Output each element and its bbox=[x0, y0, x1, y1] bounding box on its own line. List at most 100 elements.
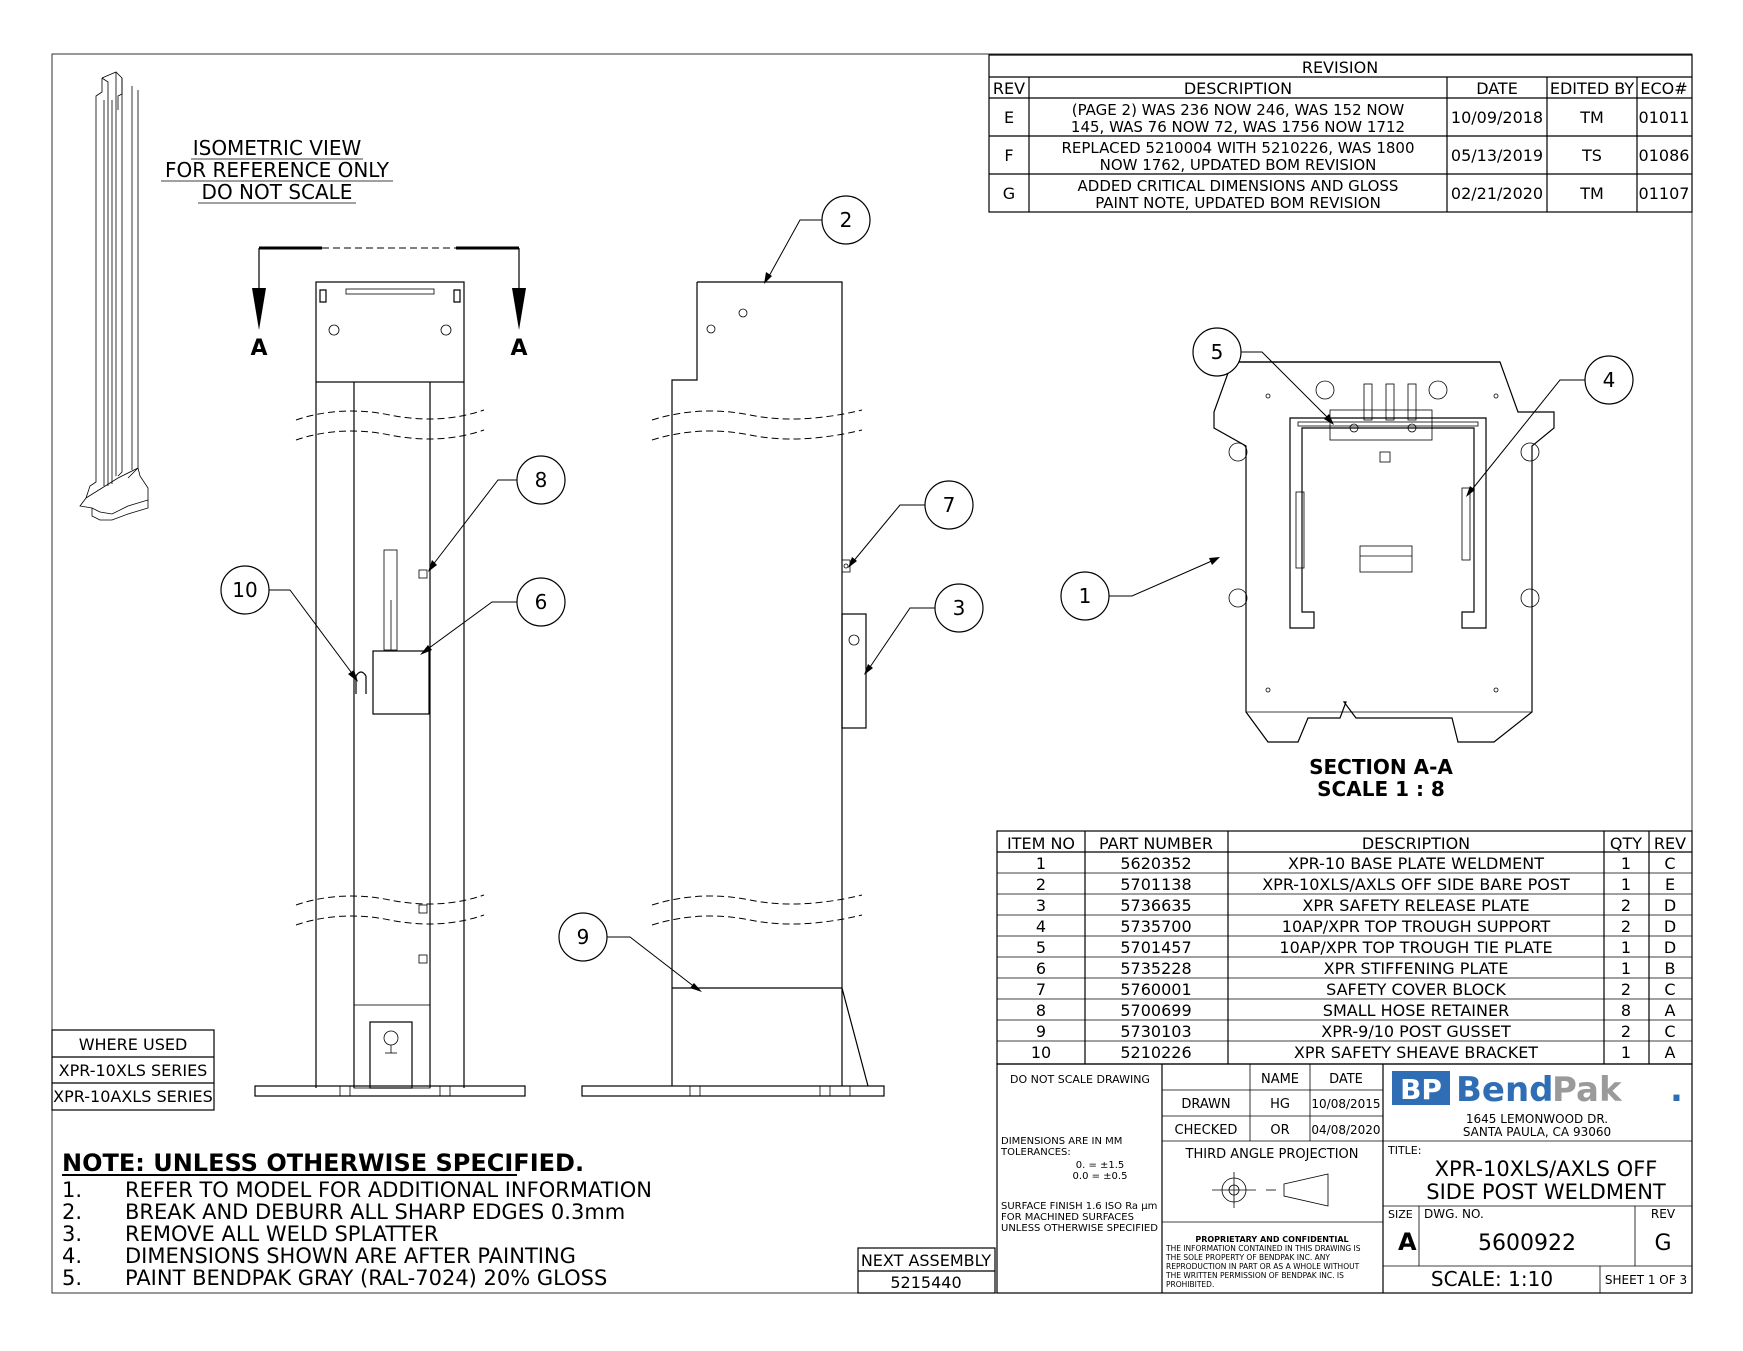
svg-text:8: 8 bbox=[1036, 1001, 1046, 1020]
svg-text:THE WRITTEN PERMISSION OF BEND: THE WRITTEN PERMISSION OF BENDPAK INC. I… bbox=[1165, 1271, 1344, 1280]
svg-text:01086: 01086 bbox=[1639, 146, 1690, 165]
svg-text:1: 1 bbox=[1621, 1043, 1631, 1062]
svg-text:1: 1 bbox=[1621, 854, 1631, 873]
svg-text:1: 1 bbox=[1621, 959, 1631, 978]
svg-text:3.: 3. bbox=[62, 1222, 82, 1246]
svg-text:5760001: 5760001 bbox=[1120, 980, 1191, 999]
svg-text:2: 2 bbox=[1621, 980, 1631, 999]
bendpak-logo: BP Bend Pak . bbox=[1392, 1070, 1683, 1110]
drawing-title: XPR-10XLS/AXLS OFF bbox=[1435, 1157, 1658, 1181]
svg-text:2.: 2. bbox=[62, 1200, 82, 1224]
svg-text:SAFETY COVER BLOCK: SAFETY COVER BLOCK bbox=[1326, 980, 1506, 999]
svg-text:Pak: Pak bbox=[1552, 1070, 1623, 1110]
svg-text:5: 5 bbox=[1211, 340, 1224, 364]
svg-text:5735700: 5735700 bbox=[1120, 917, 1191, 936]
sheet-border bbox=[51, 53, 1693, 1294]
svg-text:WHERE USED: WHERE USED bbox=[79, 1035, 188, 1054]
svg-text:C: C bbox=[1664, 980, 1675, 999]
isometric-view bbox=[79, 71, 149, 521]
side-view bbox=[581, 281, 885, 1097]
svg-text:TOLERANCES:: TOLERANCES: bbox=[1000, 1147, 1071, 1158]
drawing-rev: G bbox=[1654, 1231, 1671, 1256]
svg-text:2: 2 bbox=[840, 208, 853, 232]
bom-table: ITEM NO PART NUMBER DESCRIPTION QTY REV … bbox=[996, 830, 1693, 1065]
svg-text:DESCRIPTION: DESCRIPTION bbox=[1184, 79, 1292, 98]
svg-text:BP: BP bbox=[1400, 1073, 1442, 1106]
svg-text:REPLACED 5210004 WITH 5210226,: REPLACED 5210004 WITH 5210226, WAS 1800 bbox=[1061, 139, 1414, 157]
svg-text:2: 2 bbox=[1621, 917, 1631, 936]
balloon-7: 7 bbox=[848, 480, 974, 568]
svg-text:6: 6 bbox=[1036, 959, 1046, 978]
svg-text:(PAGE 2) WAS 236 NOW 246, WAS: (PAGE 2) WAS 236 NOW 246, WAS 152 NOW bbox=[1072, 101, 1405, 119]
svg-text:5701138: 5701138 bbox=[1120, 875, 1191, 894]
notes-title: NOTE: UNLESS OTHERWISE SPECIFIED. bbox=[62, 1149, 584, 1177]
balloon-10: 10 bbox=[220, 565, 358, 682]
svg-text:A: A bbox=[1665, 1001, 1676, 1020]
svg-text:1.: 1. bbox=[62, 1178, 82, 1202]
isometric-note: ISOMETRIC VIEW FOR REFERENCE ONLY DO NOT… bbox=[161, 136, 393, 204]
svg-text:5700699: 5700699 bbox=[1120, 1001, 1191, 1020]
svg-text:CHECKED: CHECKED bbox=[1175, 1123, 1238, 1138]
svg-text:2: 2 bbox=[1621, 1022, 1631, 1041]
svg-text:REV: REV bbox=[993, 79, 1025, 98]
svg-text:3: 3 bbox=[1036, 896, 1046, 915]
svg-text:NOW 1762, UPDATED BOM REVISION: NOW 1762, UPDATED BOM REVISION bbox=[1100, 156, 1377, 174]
svg-text:1: 1 bbox=[1621, 875, 1631, 894]
svg-text:4.: 4. bbox=[62, 1244, 82, 1268]
svg-text:0.0 = ±0.5: 0.0 = ±0.5 bbox=[1073, 1171, 1128, 1182]
balloon-2: 2 bbox=[764, 195, 871, 284]
svg-text:.: . bbox=[1670, 1070, 1683, 1110]
svg-text:9: 9 bbox=[577, 925, 590, 949]
svg-text:D: D bbox=[1664, 917, 1676, 936]
svg-text:04/08/2020: 04/08/2020 bbox=[1311, 1123, 1380, 1137]
svg-text:5215440: 5215440 bbox=[890, 1273, 961, 1292]
svg-text:BREAK AND DEBURR ALL SHARP EDG: BREAK AND DEBURR ALL SHARP EDGES 0.3mm bbox=[125, 1200, 625, 1224]
svg-text:DRAWN: DRAWN bbox=[1181, 1097, 1230, 1112]
balloon-4: 4 bbox=[1466, 355, 1634, 497]
section-a-a-view bbox=[1213, 361, 1555, 743]
revision-row: G ADDED CRITICAL DIMENSIONS AND GLOSS PA… bbox=[1003, 177, 1690, 212]
svg-text:XPR-9/10 POST GUSSET: XPR-9/10 POST GUSSET bbox=[1321, 1022, 1511, 1041]
svg-text:01107: 01107 bbox=[1639, 184, 1690, 203]
svg-text:9: 9 bbox=[1036, 1022, 1046, 1041]
general-notes: NOTE: UNLESS OTHERWISE SPECIFIED. 1.REFE… bbox=[62, 1149, 652, 1290]
do-not-scale-note: DO NOT SCALE DRAWING bbox=[1010, 1073, 1150, 1086]
svg-text:5735228: 5735228 bbox=[1120, 959, 1191, 978]
svg-text:FOR REFERENCE ONLY: FOR REFERENCE ONLY bbox=[165, 158, 390, 182]
svg-text:XPR-10 BASE PLATE WELDMENT: XPR-10 BASE PLATE WELDMENT bbox=[1288, 854, 1544, 873]
svg-text:DO NOT SCALE: DO NOT SCALE bbox=[202, 180, 353, 204]
svg-text:SURFACE FINISH 1.6 ISO Ra µm: SURFACE FINISH 1.6 ISO Ra µm bbox=[1001, 1201, 1157, 1212]
svg-text:5.: 5. bbox=[62, 1266, 82, 1290]
svg-text:01011: 01011 bbox=[1639, 108, 1690, 127]
svg-text:TITLE:: TITLE: bbox=[1387, 1144, 1421, 1157]
svg-text:DESCRIPTION: DESCRIPTION bbox=[1362, 834, 1470, 853]
svg-text:5701457: 5701457 bbox=[1120, 938, 1191, 957]
svg-text:PAINT BENDPAK GRAY (RAL-7024): PAINT BENDPAK GRAY (RAL-7024) 20% GLOSS bbox=[125, 1266, 607, 1290]
bom-row: 7 5760001 SAFETY COVER BLOCK 2 C bbox=[1036, 980, 1676, 999]
balloon-5: 5 bbox=[1192, 327, 1334, 425]
svg-text:REV: REV bbox=[1651, 1207, 1676, 1221]
svg-text:C: C bbox=[1664, 854, 1675, 873]
bom-row: 2 5701138 XPR-10XLS/AXLS OFF SIDE BARE POS… bbox=[1036, 875, 1675, 894]
title-block: DO NOT SCALE DRAWING NAME DATE DRAWN HG … bbox=[996, 1063, 1693, 1294]
svg-text:XPR-10XLS/AXLS OFF SIDE BARE P: XPR-10XLS/AXLS OFF SIDE BARE POST bbox=[1262, 875, 1570, 894]
svg-text:6: 6 bbox=[535, 590, 548, 614]
svg-text:D: D bbox=[1664, 938, 1676, 957]
revision-title: REVISION bbox=[1302, 58, 1378, 77]
revision-row: F REPLACED 5210004 WITH 5210226, WAS 180… bbox=[1004, 139, 1689, 174]
svg-text:SANTA PAULA, CA 93060: SANTA PAULA, CA 93060 bbox=[1463, 1125, 1611, 1139]
svg-text:DIMENSIONS ARE IN MM: DIMENSIONS ARE IN MM bbox=[1001, 1136, 1122, 1147]
svg-text:PROPRIETARY AND CONFIDENTIAL: PROPRIETARY AND CONFIDENTIAL bbox=[1195, 1235, 1348, 1244]
svg-text:7: 7 bbox=[1036, 980, 1046, 999]
svg-text:0. = ±1.5: 0. = ±1.5 bbox=[1076, 1160, 1125, 1171]
svg-text:2: 2 bbox=[1036, 875, 1046, 894]
svg-text:10AP/XPR TOP TROUGH TIE PLATE: 10AP/XPR TOP TROUGH TIE PLATE bbox=[1279, 938, 1552, 957]
